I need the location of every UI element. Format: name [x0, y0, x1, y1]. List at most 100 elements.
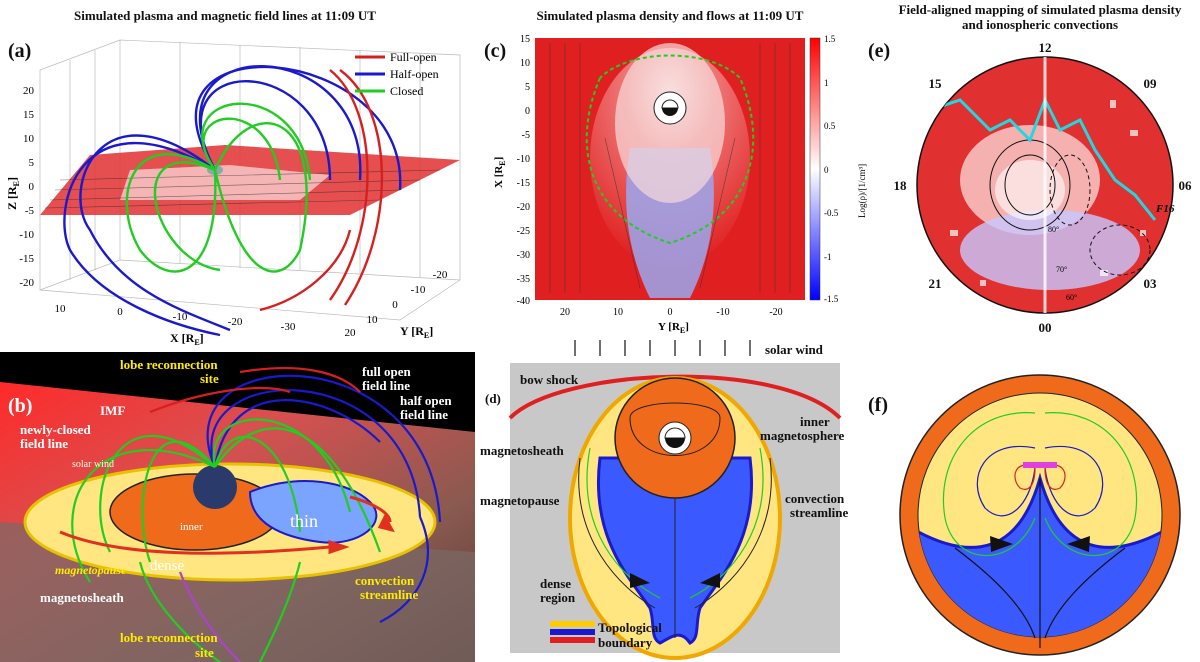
f16-track: [929, 96, 1157, 221]
field-lines: [63, 65, 402, 337]
c-y-label: X [RE]: [493, 157, 507, 188]
labels-b: lobe reconnection site IMF full open fie…: [20, 357, 452, 660]
svg-text:-1: -1: [824, 252, 832, 262]
colorbar-label: Log(ρ)/[1/cm³]: [857, 164, 867, 218]
arrow-left-d: [630, 573, 650, 588]
legend-half-open: Half-open: [390, 67, 439, 81]
panel-label-e: (e): [868, 40, 891, 62]
svg-text:-0.5: -0.5: [824, 208, 839, 218]
svg-text:5: 5: [525, 82, 530, 93]
svg-text:1.5: 1.5: [824, 34, 836, 44]
label-inner-1-d: inner: [800, 414, 830, 429]
svg-text:1: 1: [824, 78, 829, 88]
svg-text:20: 20: [345, 327, 357, 339]
svg-text:-15: -15: [517, 178, 530, 189]
svg-text:-20: -20: [19, 277, 34, 289]
label-thin-b: thin: [290, 511, 318, 531]
colorbar-ticks: 1.5 1 0.5 0 -0.5 -1 -1.5: [824, 34, 839, 304]
svg-text:70°: 70°: [1056, 265, 1067, 274]
solar-wind-arrows: [574, 340, 751, 356]
label-full-open-2: field line: [362, 378, 410, 393]
svg-text:0: 0: [824, 165, 829, 175]
x-axis-label: X [RE]: [170, 331, 204, 345]
svg-text:09: 09: [1144, 76, 1158, 91]
svg-text:-20: -20: [517, 202, 530, 213]
svg-text:0.5: 0.5: [824, 121, 836, 131]
svg-text:-10: -10: [173, 311, 188, 323]
lat-labels: 80° 70° 60°: [1048, 225, 1077, 302]
svg-text:-10: -10: [411, 284, 426, 296]
label-half-open-2: field line: [400, 407, 448, 422]
svg-text:60°: 60°: [1066, 293, 1077, 302]
title-left: Simulated plasma and magnetic field line…: [74, 8, 376, 23]
svg-text:10: 10: [520, 58, 530, 69]
f16-label: F16: [1155, 203, 1175, 215]
svg-text:-20: -20: [433, 269, 448, 281]
panel-label-b: (b): [8, 395, 32, 417]
svg-text:18: 18: [894, 178, 908, 193]
legend-boundary: boundary: [598, 635, 653, 650]
z-axis-label: Z [RE]: [5, 177, 21, 210]
svg-text:0: 0: [29, 181, 35, 193]
label-magnetosheath-d: magnetosheath: [480, 443, 565, 458]
label-magnetosheath-b: magnetosheath: [40, 590, 125, 605]
svg-text:0: 0: [392, 299, 398, 311]
svg-text:-40: -40: [517, 296, 530, 307]
label-bow-shock: bow shock: [520, 372, 579, 387]
label-newly-2: field line: [20, 436, 68, 451]
svg-text:15: 15: [520, 34, 530, 45]
svg-text:-5: -5: [522, 130, 530, 141]
y-axis-label: Y [RE]: [400, 324, 433, 340]
colorbar: [809, 37, 821, 301]
arrow-left-f: [990, 536, 1013, 552]
reconnection-marker: [1023, 462, 1057, 468]
panel-label-d: (d): [485, 391, 501, 406]
clock-labels: 12 00 18 06 15 09 21 03: [894, 40, 1193, 335]
x-ticks: 10 0 -10 -20 -30: [55, 303, 296, 333]
svg-text:-20: -20: [769, 307, 782, 318]
svg-text:-30: -30: [281, 321, 296, 333]
label-half-open-1: half open: [400, 393, 452, 408]
label-newly-1: newly-closed: [20, 422, 92, 437]
panel-f-figure: [899, 374, 1181, 656]
label-solar-wind-d: solar wind: [765, 342, 824, 357]
title-right-line2: and ionospheric convections: [961, 17, 1118, 32]
svg-text:12: 12: [1039, 40, 1052, 55]
label-magnetopause-b: magnetopause: [55, 563, 127, 577]
label-solar-wind-b: solar wind: [72, 459, 114, 470]
svg-text:15: 15: [23, 109, 35, 121]
svg-text:-30: -30: [517, 250, 530, 261]
svg-text:-5: -5: [25, 205, 35, 217]
panel-c-figure: 15 10 5 0 -5 -10 -15 -20 -25 -30 -35 -40…: [493, 34, 867, 335]
legend-d: Topological boundary: [550, 620, 662, 650]
svg-text:20: 20: [560, 307, 570, 318]
label-dense-2-d: region: [540, 590, 576, 605]
svg-text:-20: -20: [228, 316, 243, 328]
label-conv-1-d: convection: [785, 491, 845, 506]
svg-text:10: 10: [55, 303, 67, 315]
c-x-label: Y [RE]: [658, 321, 689, 335]
svg-text:-1.5: -1.5: [824, 294, 839, 304]
legend-topological: Topological: [598, 620, 662, 635]
svg-text:06: 06: [1179, 178, 1193, 193]
svg-text:10: 10: [367, 314, 379, 326]
svg-text:00: 00: [1039, 320, 1052, 335]
field-lines-b: [71, 366, 442, 662]
title-middle: Simulated plasma density and flows at 11…: [536, 8, 804, 23]
y-ticks: -20 -10 0 10 20: [345, 269, 448, 339]
label-dense-1-d: dense: [540, 576, 571, 591]
label-conv-2-b: streamline: [360, 587, 418, 602]
earth-b: [193, 465, 237, 509]
labels-d: inner magnetosphere magnetosheath magnet…: [480, 414, 848, 605]
z-ticks: 20 15 10 5 0 -5 -10 -15 -20: [19, 85, 34, 289]
label-inner-2-d: magnetosphere: [760, 428, 844, 443]
label-conv-2-d: streamline: [790, 505, 848, 520]
svg-text:0: 0: [117, 306, 123, 318]
panel-label-c: (c): [484, 40, 507, 62]
label-lobe-top-2: site: [200, 371, 219, 386]
c-x-ticks: 20 10 0 -10 -20: [560, 307, 783, 318]
label-imf: IMF: [100, 403, 125, 418]
streamlines-d: [578, 402, 772, 638]
svg-text:20: 20: [23, 85, 35, 97]
panel-e-figure: 12 00 18 06 15 09 21 03 80° 70° 60° F16: [894, 40, 1193, 335]
